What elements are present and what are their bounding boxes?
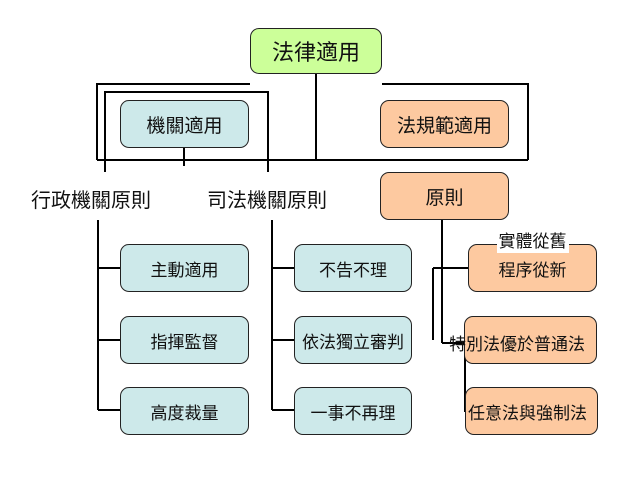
principle-item-1-line2: 程序從新 <box>498 261 567 282</box>
principle-item-3-label: 任意法與強制法 <box>468 403 587 424</box>
root-node-label: 法律適用 <box>271 41 360 66</box>
norm-application-node: 法規範適用 <box>380 100 509 148</box>
principle-item-3: 任意法與強制法 <box>465 387 598 435</box>
principle-item-2 <box>464 316 597 364</box>
organ-application-label: 機關適用 <box>146 114 223 137</box>
admin-item-3-label: 高度裁量 <box>150 403 219 424</box>
admin-item-1: 主動適用 <box>120 244 249 292</box>
judicial-item-3-label: 一事不再理 <box>310 403 396 424</box>
connector-frame-left <box>96 83 250 160</box>
connector-frame-right <box>382 83 529 160</box>
admin-item-3: 高度裁量 <box>120 387 249 435</box>
judicial-item-2-label: 依法獨立審判 <box>302 332 404 353</box>
root-node: 法律適用 <box>250 28 382 74</box>
judicial-item-2: 依法獨立審判 <box>294 316 412 364</box>
admin-principle-label: 行政機關原則 <box>30 184 152 213</box>
principle-item-1: 實體從舊 程序從新 <box>468 232 597 292</box>
principle-item-2-label: 特別法優於普通法 <box>449 335 585 355</box>
principle-node-label: 原則 <box>425 186 464 209</box>
admin-item-2-label: 指揮監督 <box>150 332 219 353</box>
principle-item-1-line1: 實體從舊 <box>496 232 569 254</box>
organ-application-node: 機關適用 <box>120 100 249 148</box>
judicial-item-1: 不告不理 <box>294 244 412 292</box>
judicial-principle-label: 司法機關原則 <box>206 184 328 213</box>
admin-item-1-label: 主動適用 <box>150 260 219 281</box>
admin-item-2: 指揮監督 <box>120 316 249 364</box>
judicial-item-1-label: 不告不理 <box>319 260 387 281</box>
judicial-item-3: 一事不再理 <box>294 387 412 435</box>
principle-node: 原則 <box>380 172 509 220</box>
connector-organ-frame <box>104 91 269 172</box>
norm-application-label: 法規範適用 <box>396 114 492 137</box>
